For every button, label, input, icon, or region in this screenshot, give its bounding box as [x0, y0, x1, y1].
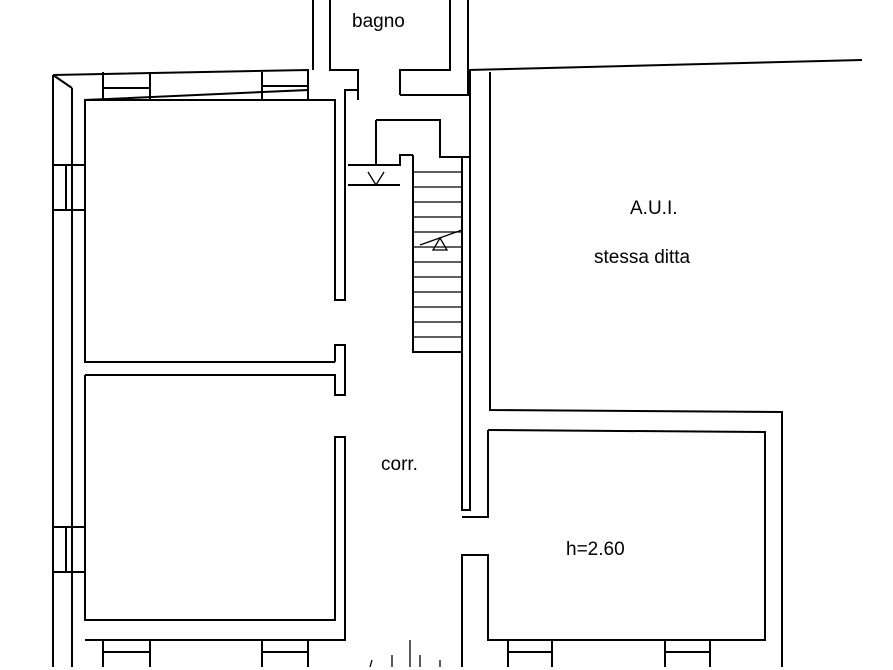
entrance-door — [369, 640, 441, 668]
window-bottom-1 — [102, 640, 151, 667]
aui-area-walls — [461, 59, 863, 667]
label-stessa-ditta: stessa ditta — [594, 247, 691, 268]
label-height: h=2.60 — [566, 539, 625, 560]
label-bagno: bagno — [352, 11, 405, 32]
bathroom-walls — [312, 0, 469, 96]
window-left-lower — [53, 526, 85, 573]
window-bottom-2 — [261, 640, 309, 667]
window-left-upper — [53, 164, 85, 211]
room-upper-left-walls — [85, 72, 359, 301]
label-aui: A.U.I. — [630, 198, 678, 219]
outer-wall-left — [52, 68, 346, 667]
staircase — [348, 119, 470, 353]
window-bottom-3 — [507, 640, 553, 667]
window-bottom-4 — [664, 640, 711, 667]
label-corr: corr. — [381, 454, 418, 475]
